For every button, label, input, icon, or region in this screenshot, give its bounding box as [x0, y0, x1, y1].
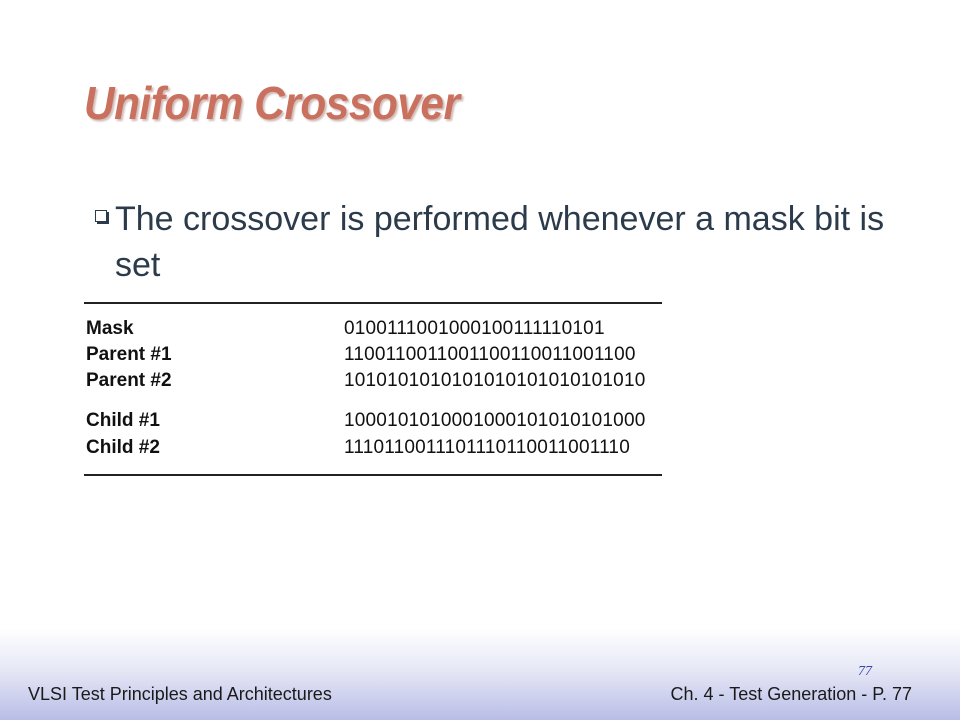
footer-chapter-page: Ch. 4 - Test Generation - P. 77 [670, 684, 912, 704]
table-top-rule [84, 302, 662, 304]
row-label: Child #2 [86, 437, 160, 458]
row-label: Child #1 [86, 410, 160, 431]
bullet-text: The crossover is performed whenever a ma… [115, 200, 885, 284]
table-row-parent-2: Parent #2 1010101010101010101010101010 [86, 370, 662, 396]
row-bits: 1010101010101010101010101010 [344, 370, 646, 391]
table-bottom-rule [84, 474, 662, 476]
page-number-small: 77 [858, 664, 872, 679]
table-row-parent-1: Parent #1 1100110011001100110011001100 [86, 344, 662, 370]
row-label: Parent #1 [86, 344, 172, 365]
table-row-child-2: Child #2 1110110011101110110011001110 [86, 437, 662, 463]
row-bits: 1100110011001100110011001100 [344, 344, 636, 365]
footer-course-title: VLSI Test Principles and Architectures [28, 684, 332, 704]
table-row-child-1: Child #1 1000101010001000101010101000 [86, 410, 662, 436]
row-bits: 1110110011101110110011001110 [344, 437, 630, 458]
footer-bar: 77 VLSI Test Principles and Architecture… [0, 628, 960, 720]
row-label: Mask [86, 318, 134, 339]
row-bits: 1000101010001000101010101000 [344, 410, 646, 431]
row-bits: 0100111001000100111110101 [344, 318, 605, 339]
table-row-mask: Mask 0100111001000100111110101 [86, 318, 662, 344]
slide-title: Uniform Crossover [84, 77, 460, 129]
row-label: Parent #2 [86, 370, 172, 391]
crossover-table: Mask 0100111001000100111110101 Parent #1… [84, 300, 662, 480]
checkbox-bullet-icon [95, 210, 107, 222]
